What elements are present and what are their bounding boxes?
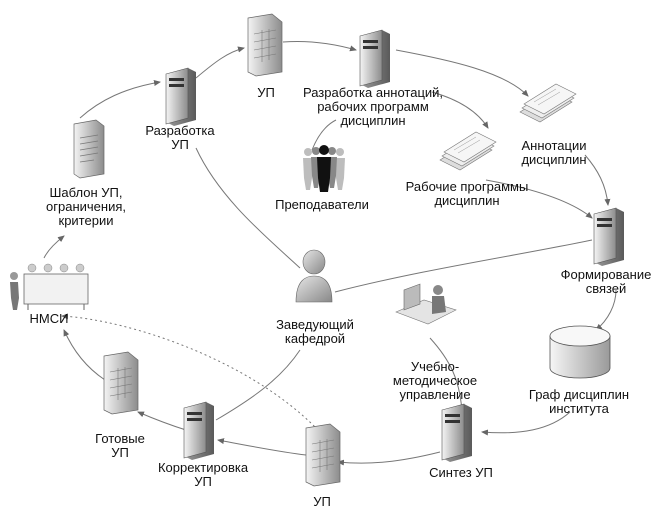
document-icon bbox=[73, 119, 105, 179]
arrow-gotovye-to-nmsi bbox=[63, 329, 106, 381]
arrow-razrab-to-up bbox=[195, 46, 245, 79]
arrow-sintez-to-up-bottom bbox=[337, 451, 441, 466]
arrow-formirovanie-to-graf bbox=[595, 289, 617, 331]
node-label-up-top: УП bbox=[257, 85, 275, 100]
node-label-gotovye: Готовые УП bbox=[95, 431, 145, 460]
table-document-icon bbox=[103, 351, 139, 415]
node-label-nmsi: НМСИ bbox=[29, 311, 69, 326]
node-label-graf: Граф дисциплин института bbox=[528, 387, 630, 416]
arrow-annot-server-to-annotacii bbox=[395, 49, 529, 97]
arrow-up-bottom-to-korrektirovka bbox=[217, 438, 307, 456]
server-icon bbox=[165, 67, 196, 126]
node-label-razrabotka-up: Разработка УП bbox=[145, 123, 215, 152]
connectors bbox=[43, 41, 617, 466]
arrow-annot-server-to-rabochie bbox=[431, 91, 489, 129]
arrow-graf-to-sintez bbox=[481, 411, 571, 436]
node-label-formirovanie: Формирование связей bbox=[560, 267, 652, 296]
node-label-prepodavateli: Преподаватели bbox=[275, 197, 369, 212]
server-icon bbox=[359, 29, 390, 88]
database-icon bbox=[549, 325, 611, 379]
node-label-korrektirovka: Корректировка УП bbox=[157, 460, 249, 489]
server-icon bbox=[593, 207, 624, 266]
arrow-rabochie-to-formirovanie bbox=[485, 179, 593, 219]
node-label-sintez: Синтез УП bbox=[429, 465, 493, 480]
arrow-korrektirovka-to-gotovye bbox=[137, 411, 187, 431]
node-label-up-bottom: УП bbox=[313, 494, 331, 509]
person-icon bbox=[295, 249, 333, 303]
node-label-zaveduyushchiy: Заведующий кафедрой bbox=[276, 317, 354, 346]
document-stack-icon bbox=[439, 131, 497, 171]
line-umu-to-sintez bbox=[429, 337, 463, 413]
line-zav-to-korrektirovka bbox=[215, 349, 301, 421]
table-document-icon bbox=[247, 13, 283, 77]
arrow-annotacii-to-formirovanie bbox=[584, 154, 611, 206]
node-label-rabochie-programmy: Рабочие программы дисциплин bbox=[405, 179, 529, 208]
workstation-user-icon bbox=[395, 283, 457, 325]
line-prep-to-razrab-annot bbox=[311, 119, 337, 151]
arrow-nmsi-to-shablon bbox=[43, 235, 65, 259]
people-group-icon bbox=[303, 145, 345, 192]
line-zav-to-razrab bbox=[195, 147, 301, 269]
table-document-icon bbox=[305, 423, 341, 487]
arrow-up-to-razrab-annot bbox=[282, 41, 357, 52]
node-label-razrabotka-annotaciy: Разработка аннотаций, рабочих программ д… bbox=[302, 85, 444, 128]
document-stack-icon bbox=[519, 83, 577, 123]
server-icon bbox=[183, 401, 214, 460]
server-icon bbox=[441, 403, 472, 462]
node-label-annotacii: Аннотации дисциплин bbox=[521, 138, 587, 167]
dotted-up-bottom-to-nmsi bbox=[61, 313, 319, 431]
node-label-shablon: Шаблон УП, ограничения, критерии bbox=[46, 185, 126, 228]
committee-icon bbox=[10, 263, 89, 310]
arrow-shablon-to-razrab bbox=[79, 80, 161, 119]
node-label-umu: Учебно- методическое управление bbox=[392, 359, 478, 402]
line-zav-to-formirovanie bbox=[334, 239, 593, 293]
